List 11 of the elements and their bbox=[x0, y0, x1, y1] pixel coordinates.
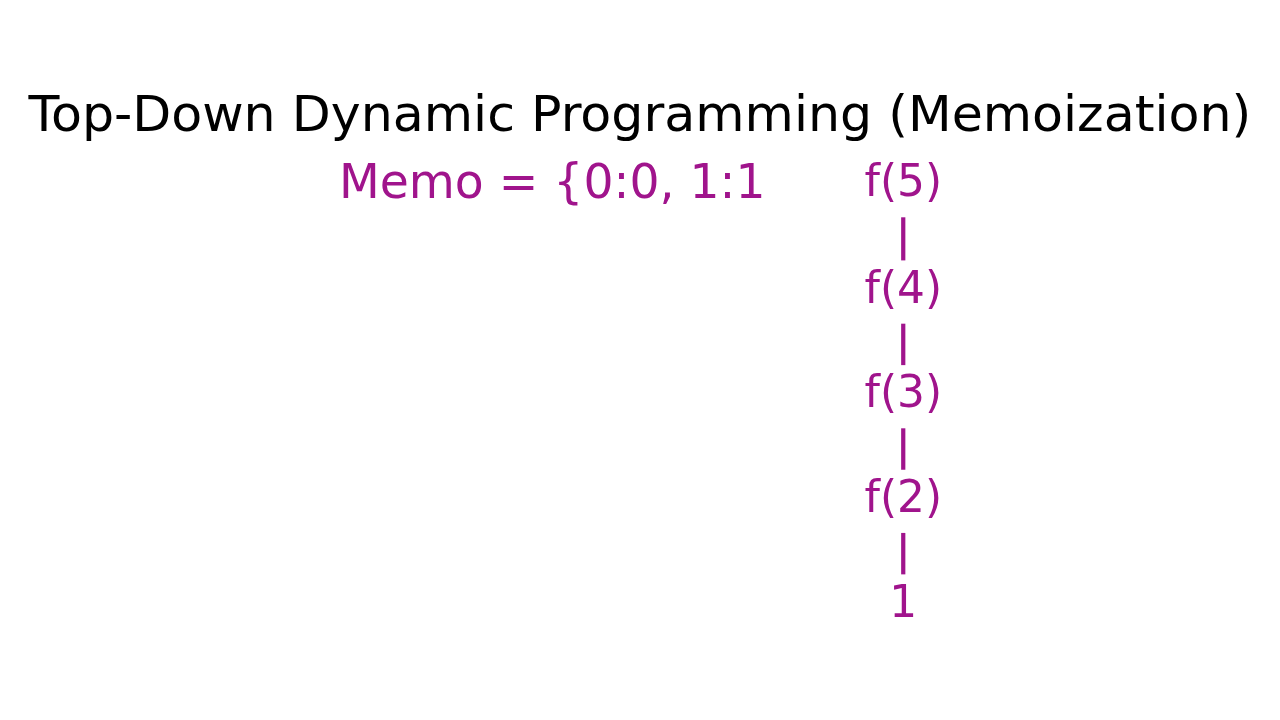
node-text: f(4) bbox=[864, 261, 943, 313]
connector bbox=[901, 532, 906, 574]
label: Memo = {0:0, 1:1 bbox=[338, 152, 766, 208]
node-text: f(5) bbox=[864, 154, 943, 206]
diagram-title: Top-Down Dynamic Programming (Memoization) bbox=[28, 83, 1252, 143]
connector bbox=[901, 323, 906, 365]
connector bbox=[901, 427, 906, 470]
node-text: f(3) bbox=[864, 365, 943, 417]
node-text: 1 bbox=[889, 575, 918, 627]
connector bbox=[901, 216, 906, 260]
node-text: f(2) bbox=[864, 470, 943, 522]
